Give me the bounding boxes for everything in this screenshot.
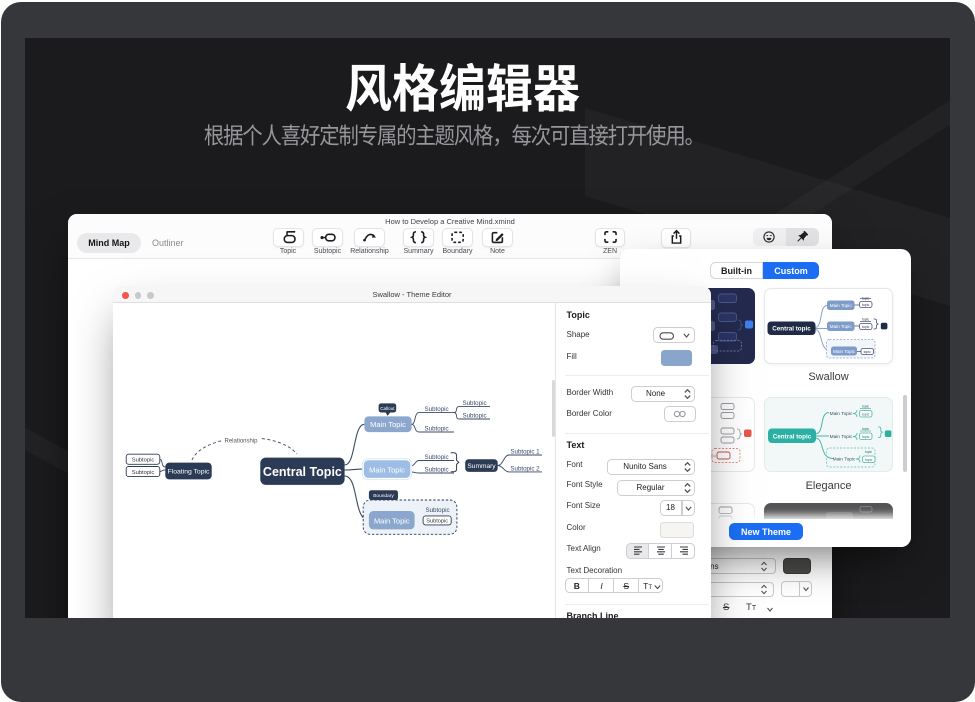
svg-text:Floating Topic: Floating Topic — [168, 469, 210, 476]
svg-text:Summary: Summary — [467, 463, 496, 470]
svg-text:topic: topic — [865, 457, 872, 461]
svg-text:Main Topic: Main Topic — [833, 349, 856, 354]
svg-text:Subtopic: Subtopic — [132, 470, 155, 476]
svg-text:Main Topic: Main Topic — [830, 303, 853, 308]
svg-text:Subtopic: Subtopic — [425, 425, 449, 432]
svg-text:Subtopic: Subtopic — [425, 406, 449, 413]
svg-text:Central topic: Central topic — [773, 433, 812, 440]
svg-text:topic: topic — [862, 303, 869, 307]
svg-text:Subtopic: Subtopic — [462, 412, 486, 419]
svg-text:Subtopic: Subtopic — [462, 400, 486, 407]
svg-text:Boundary: Boundary — [373, 493, 394, 499]
svg-text:topic: topic — [862, 318, 869, 322]
svg-text:Relationship: Relationship — [224, 439, 258, 445]
svg-text:Main Topic: Main Topic — [833, 456, 856, 462]
svg-text:Subtopic: Subtopic — [132, 458, 155, 464]
svg-text:Main Topic: Main Topic — [830, 324, 853, 329]
svg-text:Main Topic: Main Topic — [374, 516, 410, 525]
svg-text:topic: topic — [862, 412, 869, 416]
svg-text:Central Topic: Central Topic — [263, 465, 342, 479]
svg-text:Main Topic: Main Topic — [369, 465, 405, 474]
svg-text:topic: topic — [862, 325, 869, 329]
svg-text:Subtopic 2: Subtopic 2 — [510, 465, 540, 472]
svg-text:Central topic: Central topic — [772, 326, 811, 333]
svg-text:Subtopic: Subtopic — [425, 466, 449, 473]
svg-text:topic: topic — [862, 427, 869, 431]
svg-text:Main Topic: Main Topic — [370, 420, 406, 429]
svg-text:topic: topic — [862, 404, 869, 408]
svg-text:topic: topic — [862, 434, 869, 438]
svg-text:Subtopic: Subtopic — [425, 454, 449, 461]
svg-text:Main Topic: Main Topic — [830, 434, 853, 440]
svg-text:topic: topic — [864, 350, 871, 354]
svg-text:Callout: Callout — [380, 406, 395, 411]
svg-text:Main Topic: Main Topic — [830, 411, 853, 417]
svg-text:Subtopic: Subtopic — [426, 519, 448, 525]
svg-text:topic: topic — [865, 450, 872, 454]
svg-text:Subtopic 1: Subtopic 1 — [510, 448, 540, 455]
svg-text:Subtopic: Subtopic — [425, 507, 449, 514]
